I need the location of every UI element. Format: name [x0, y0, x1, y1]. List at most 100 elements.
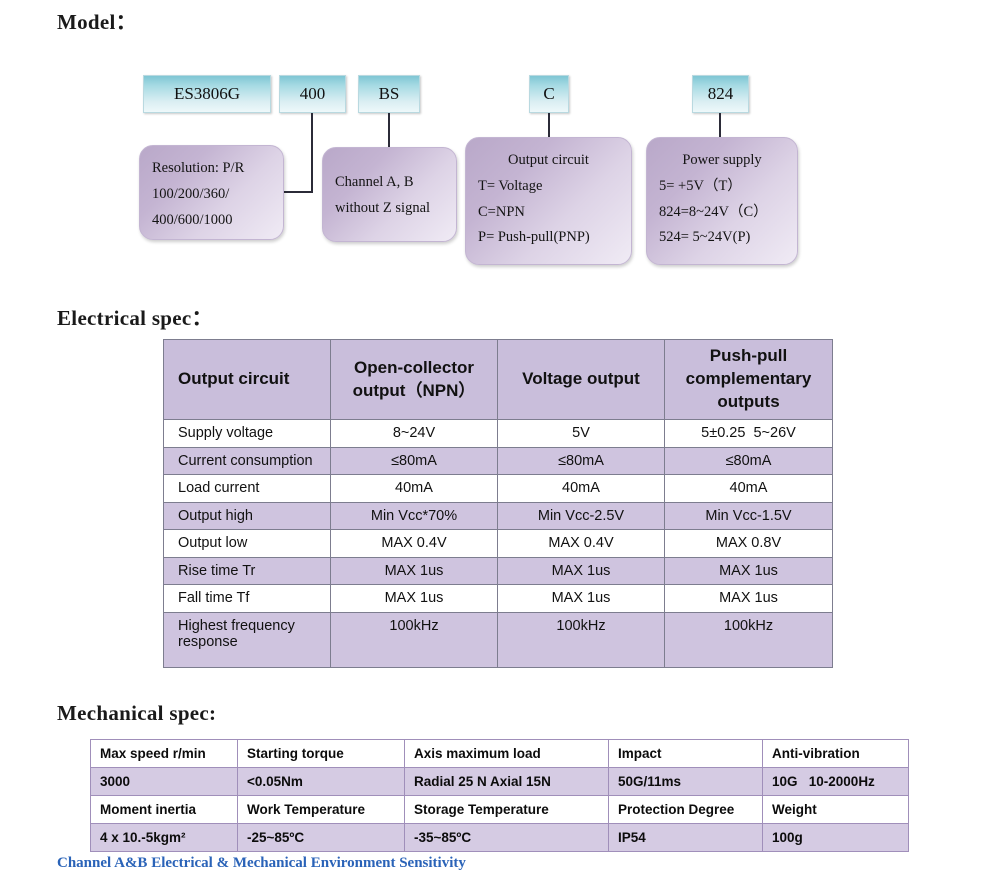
- code-box-output-circuit-label: C: [543, 84, 555, 103]
- section-title-electrical-spec: Electrical spec：: [57, 306, 213, 330]
- cell-value: MAX 1us: [497, 556, 665, 585]
- cell-value: Work Temperature: [237, 795, 405, 824]
- desc-line: 524= 5~24V(P): [659, 229, 751, 246]
- connector-resolution-horizontal: [283, 191, 313, 193]
- connector-power-supply-vertical: [719, 113, 721, 137]
- desc-line: 5= +5V（T）: [659, 177, 742, 194]
- desc-line: Power supply: [682, 152, 762, 168]
- table-row: 3000 <0.05Nm Radial 25 N Axial 15N 50G/1…: [90, 767, 909, 796]
- cell-value: Storage Temperature: [404, 795, 609, 824]
- cell-value: ≤80mA: [664, 446, 833, 475]
- row-label-line2: response: [178, 633, 238, 650]
- cell-value: MAX 1us: [664, 556, 833, 585]
- desc-line: C=NPN: [478, 203, 525, 220]
- row-label-output-high: Output high: [163, 501, 331, 530]
- desc-line: Channel A, B: [335, 174, 414, 190]
- desc-line: T= Voltage: [478, 177, 543, 194]
- cell-value: Min Vcc-1.5V: [664, 501, 833, 530]
- column-header-output-circuit: Output circuit: [163, 339, 331, 420]
- desc-line: Resolution: P/R: [152, 160, 245, 176]
- cell-value: MAX 1us: [664, 584, 833, 613]
- cell-value: 40mA: [330, 474, 498, 503]
- row-label-current-consumption: Current consumption: [163, 446, 331, 475]
- code-box-resolution: 400: [279, 75, 346, 113]
- table-row: Output high Min Vcc*70% Min Vcc-2.5V Min…: [163, 501, 833, 530]
- desc-line: P= Push-pull(PNP): [478, 229, 590, 246]
- cell-value: Moment inertia: [90, 795, 238, 824]
- column-header-voltage-output: Voltage output: [497, 339, 665, 420]
- table-row: Rise time Tr MAX 1us MAX 1us MAX 1us: [163, 556, 833, 585]
- cell-value: 10G 10-2000Hz: [762, 767, 909, 796]
- row-label-load-current: Load current: [163, 474, 331, 503]
- cell-value: ≤80mA: [330, 446, 498, 475]
- cell-value: 100kHz: [497, 611, 665, 668]
- cell-value: -35~85ºC: [404, 823, 609, 852]
- column-header-push-pull: Push-pull complementary outputs: [664, 339, 833, 420]
- cell-value: Max speed r/min: [90, 739, 238, 768]
- code-box-power-supply-label: 824: [707, 84, 734, 103]
- connector-output-circuit-vertical: [548, 113, 550, 137]
- code-box-channel: BS: [358, 75, 420, 113]
- table-row: Moment inertia Work Temperature Storage …: [90, 795, 909, 824]
- cell-value: 8~24V: [330, 419, 498, 448]
- cell-value: 50G/11ms: [608, 767, 763, 796]
- desc-line: 100/200/360/: [152, 185, 230, 202]
- cell-value: Impact: [608, 739, 763, 768]
- cell-value: Min Vcc*70%: [330, 501, 498, 530]
- code-box-power-supply: 824: [692, 75, 749, 113]
- cell-value: MAX 0.4V: [330, 529, 498, 558]
- cell-value: MAX 1us: [330, 584, 498, 613]
- cell-value: Axis maximum load: [404, 739, 609, 768]
- cell-value: <0.05Nm: [237, 767, 405, 796]
- mechanical-spec-table: Max speed r/min Starting torque Axis max…: [90, 739, 909, 852]
- cell-value: 100kHz: [664, 611, 833, 668]
- table-row: Load current 40mA 40mA 40mA: [163, 474, 833, 503]
- desc-line: Output circuit: [508, 152, 589, 168]
- cell-value: 4 x 10.-5kgm²: [90, 823, 238, 852]
- cell-value: -25~85ºC: [237, 823, 405, 852]
- cell-value: Anti-vibration: [762, 739, 909, 768]
- code-box-resolution-label: 400: [299, 84, 326, 103]
- cell-value: Min Vcc-2.5V: [497, 501, 665, 530]
- cell-value: ≤80mA: [497, 446, 665, 475]
- column-header-open-collector: Open-collector output（NPN）: [330, 339, 498, 420]
- table-row: Supply voltage 8~24V 5V 5±0.25 5~26V: [163, 419, 833, 448]
- cell-value: Radial 25 N Axial 15N: [404, 767, 609, 796]
- code-box-series: ES3806G: [143, 75, 271, 113]
- cell-value: 40mA: [497, 474, 665, 503]
- cell-value: Starting torque: [237, 739, 405, 768]
- row-label-highest-frequency-response: Highest frequency response: [163, 611, 331, 668]
- cell-value: 100g: [762, 823, 909, 852]
- row-label-supply-voltage: Supply voltage: [163, 419, 331, 448]
- section-title-mechanical-spec: Mechanical spec:: [57, 701, 217, 725]
- cell-value: 100kHz: [330, 611, 498, 668]
- row-label-line1: Highest frequency: [178, 617, 295, 634]
- desc-line: 824=8~24V（C）: [659, 203, 768, 220]
- table-row: Current consumption ≤80mA ≤80mA ≤80mA: [163, 446, 833, 475]
- desc-line: without Z signal: [335, 199, 431, 216]
- bottom-section-heading: Channel A&B Electrical & Mechanical Envi…: [57, 855, 466, 871]
- cell-value: MAX 1us: [330, 556, 498, 585]
- model-code-diagram: ES3806G 400 BS C 824 Resolution: P/R 100…: [0, 0, 1000, 280]
- table-row: Output low MAX 0.4V MAX 0.4V MAX 0.8V: [163, 529, 833, 558]
- cell-value: 5V: [497, 419, 665, 448]
- table-row: Fall time Tf MAX 1us MAX 1us MAX 1us: [163, 584, 833, 613]
- desc-box-channel: Channel A, B without Z signal: [322, 147, 457, 242]
- cell-value: 5±0.25 5~26V: [664, 419, 833, 448]
- row-label-rise-time: Rise time Tr: [163, 556, 331, 585]
- cell-value: IP54: [608, 823, 763, 852]
- desc-line: 400/600/1000: [152, 211, 233, 228]
- cell-value: MAX 0.4V: [497, 529, 665, 558]
- cell-value: 3000: [90, 767, 238, 796]
- code-box-channel-label: BS: [378, 84, 400, 103]
- connector-channel-vertical: [388, 113, 390, 147]
- row-label-output-low: Output low: [163, 529, 331, 558]
- cell-value: MAX 0.8V: [664, 529, 833, 558]
- desc-box-resolution: Resolution: P/R 100/200/360/ 400/600/100…: [139, 145, 284, 240]
- cell-value: MAX 1us: [497, 584, 665, 613]
- table-row: Max speed r/min Starting torque Axis max…: [90, 739, 909, 768]
- table-row: Highest frequency response 100kHz 100kHz…: [163, 611, 833, 668]
- code-box-output-circuit: C: [529, 75, 569, 113]
- code-box-series-label: ES3806G: [173, 84, 241, 103]
- page-title-model: Model：: [57, 10, 137, 34]
